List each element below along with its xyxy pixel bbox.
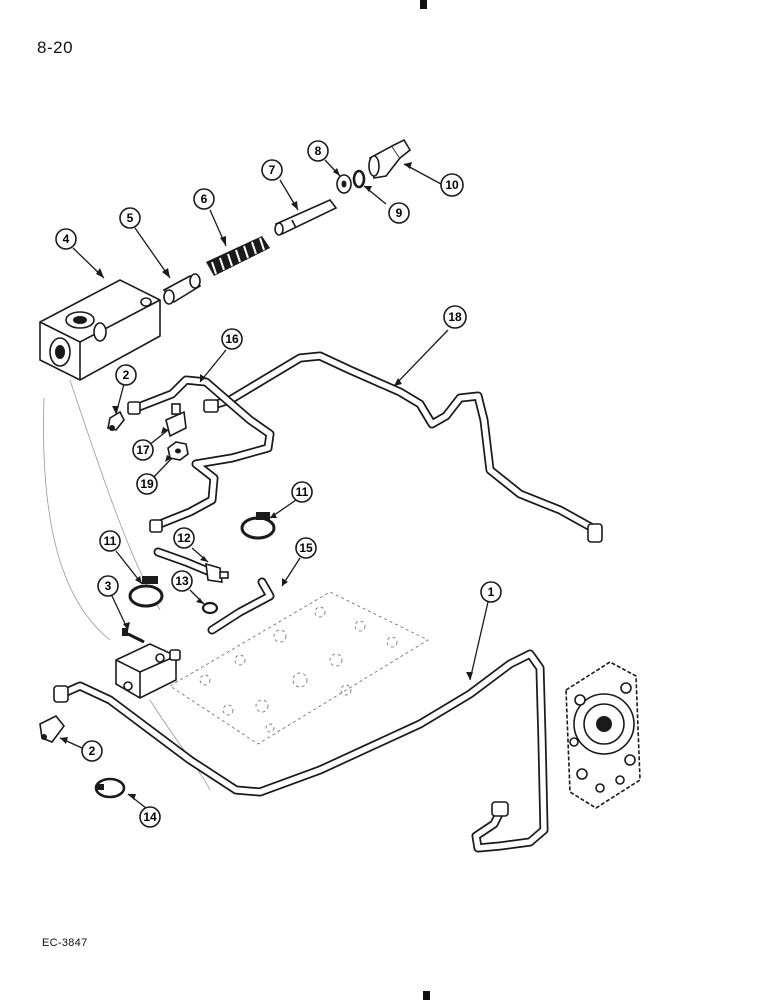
hose-clamp-11-lower [128,576,164,608]
callout-7: 7 [261,159,283,181]
svg-text:4: 4 [63,232,70,246]
callout-4: 4 [55,228,77,250]
callout-14: 14 [139,806,161,828]
svg-text:18: 18 [448,310,462,324]
svg-text:3: 3 [105,579,112,593]
leader-arrowheads [60,162,473,800]
svg-text:6: 6 [201,192,208,206]
hose-12 [153,547,229,583]
svg-text:12: 12 [177,531,191,545]
svg-text:19: 19 [140,477,154,491]
svg-text:17: 17 [136,443,150,457]
svg-text:8: 8 [315,144,322,158]
o-ring-9 [352,169,366,189]
sleeve-5 [162,273,202,305]
pump-housing [565,661,641,809]
callout-17: 17 [132,439,154,461]
hose-clamp-11-upper [240,512,276,540]
pipe-18 [205,351,603,543]
clip-14 [94,777,126,799]
spring-6 [206,236,270,276]
callout-8: 8 [307,140,329,162]
callout-5: 5 [119,207,141,229]
svg-text:10: 10 [445,178,459,192]
callout-15: 15 [295,537,317,559]
o-ring-13 [201,601,219,615]
hose-15 [207,577,275,635]
bolt-3 [122,628,145,644]
callout-13: 13 [171,570,193,592]
svg-text:2: 2 [89,744,96,758]
fitting-10 [368,138,412,179]
gasket-plate [169,591,429,745]
svg-text:7: 7 [269,163,276,177]
callout-19: 19 [136,473,158,495]
callout-9: 9 [388,202,410,224]
callout-11-upper: 11 [291,481,313,503]
callout-12: 12 [173,527,195,549]
svg-text:15: 15 [299,541,313,555]
svg-text:11: 11 [104,534,117,548]
svg-text:11: 11 [296,485,309,499]
registration-mark-bottom [423,991,430,1000]
callout-11-lower: 11 [99,530,121,552]
valve-block-4 [39,279,161,381]
page-number: 8-20 [37,38,74,57]
fitting-17 [165,403,187,438]
small-valve-block [115,643,181,699]
callout-10: 10 [440,173,464,197]
svg-text:13: 13 [175,574,189,588]
callout-2-lower: 2 [81,740,103,762]
figure-code: EC-3847 [42,937,88,949]
assembly-guide-line [149,699,211,791]
svg-text:1: 1 [488,585,495,599]
callout-18: 18 [443,305,467,329]
svg-text:9: 9 [396,206,403,220]
callout-3: 3 [97,575,119,597]
pin-7 [274,199,338,236]
pipe-1 [53,649,549,853]
svg-text:5: 5 [127,211,134,225]
washer-8 [336,174,352,194]
assembly-guide-line [43,397,111,641]
callout-1: 1 [480,581,502,603]
elbow-fitting-2-upper [107,410,125,431]
registration-mark-top [420,0,427,9]
pipe-16 [127,375,275,533]
nut-19 [167,441,189,461]
callout-16: 16 [221,328,243,350]
callout-6: 6 [193,188,215,210]
svg-text:16: 16 [225,332,239,346]
callout-2-upper: 2 [115,364,137,386]
elbow-fitting-2-lower [39,714,66,743]
svg-text:2: 2 [123,368,130,382]
svg-text:14: 14 [143,810,157,824]
